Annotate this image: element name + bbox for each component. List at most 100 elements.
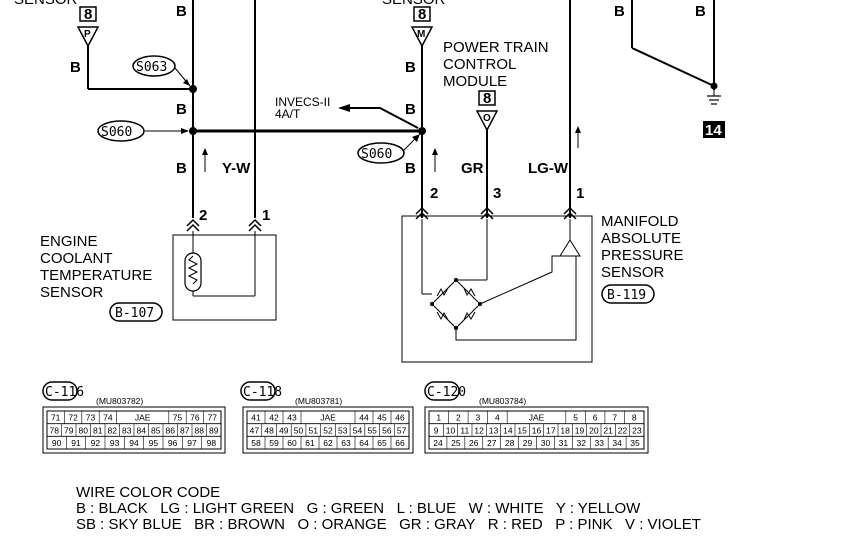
connector-box-left — [79, 6, 97, 22]
connector-pin-cell: 57 — [397, 425, 407, 435]
connector-pin-cell: 33 — [594, 438, 604, 448]
connector-pin-cell: 3 — [475, 413, 480, 423]
ect-code-badge — [109, 302, 163, 322]
connector-pin-cell: 86 — [166, 425, 176, 435]
connector-pin-cell: 75 — [173, 413, 183, 423]
splice-s060-left-oval — [97, 120, 145, 142]
map-chevron-2a — [415, 206, 429, 215]
flow-arrow-right-head — [575, 126, 581, 133]
map-label-line3: PRESSURE — [601, 247, 684, 264]
connector-pin-cell: 5 — [573, 413, 578, 423]
wire-color-b-low: B — [176, 160, 187, 177]
wire-color-gr: GR — [461, 160, 484, 177]
ect-code: B-107 — [115, 306, 154, 321]
connector-pin-cell: 20 — [589, 425, 599, 435]
c116-outer — [42, 406, 226, 454]
connector-pin-cell: 83 — [122, 425, 132, 435]
connector-pin-cell: JAE — [320, 413, 336, 423]
connector-pin-cell: 61 — [305, 438, 315, 448]
ect-chevron-2a — [186, 218, 200, 227]
connector-pin-cell: 66 — [395, 438, 405, 448]
ect-chevron-1a — [248, 218, 262, 227]
map-chevron-2b — [415, 211, 429, 220]
connector-pin-cell: 85 — [151, 425, 161, 435]
wire-color-right-b2: B — [695, 3, 706, 20]
connector-pin-cell: 28 — [505, 438, 515, 448]
wire-color-lgw: LG-W — [528, 160, 569, 177]
connector-pin-cell: 31 — [559, 438, 569, 448]
connector-pin-cell: 91 — [71, 438, 81, 448]
connector-pin-cell: 93 — [110, 438, 120, 448]
connector-box-center — [413, 6, 431, 22]
connector-pin-cell: 55 — [367, 425, 377, 435]
pcm-label-line2: CONTROL — [443, 56, 516, 73]
wire-color-code-line2: SB : SKY BLUE BR : BROWN O : ORANGE GR :… — [76, 516, 701, 533]
connector-pin-cell: 62 — [323, 438, 333, 448]
connector-pin-cell: 52 — [323, 425, 333, 435]
splice-node-s063 — [189, 85, 197, 93]
connector-pin-cell: 56 — [382, 425, 392, 435]
connector-pin-cell: 14 — [503, 425, 513, 435]
connector-pin-cell: 53 — [338, 425, 348, 435]
map-label-line4: SENSOR — [601, 264, 665, 281]
wire-color-center-b-top: B — [405, 59, 416, 76]
s063-leader-arrow — [183, 79, 190, 86]
c118-outer — [242, 406, 414, 454]
terminal-pcm-letter: O — [483, 113, 491, 124]
invecs-label-line1: INVECS-II — [275, 95, 330, 109]
connector-pin-cell: 77 — [208, 413, 218, 423]
map-code-badge — [601, 284, 655, 304]
ground-id: 14 — [705, 122, 722, 139]
ect-thermistor — [184, 252, 202, 292]
wire-color-center-b-low: B — [405, 160, 416, 177]
connector-pin-cell: 46 — [395, 413, 405, 423]
connector-pin-cell: 8 — [632, 413, 637, 423]
connector-pin-cell: 48 — [264, 425, 274, 435]
top-left-sensor-label: SENSOR — [14, 0, 78, 8]
map-pin-1: 1 — [576, 185, 584, 202]
connector-pin-cell: 80 — [79, 425, 89, 435]
map-resistor-1 — [436, 287, 449, 297]
map-bridge-node-left — [430, 302, 434, 306]
map-code: B-119 — [607, 288, 646, 303]
c118-inner — [246, 410, 410, 450]
connector-pin-cell: 60 — [287, 438, 297, 448]
map-label-line2: ABSOLUTE — [601, 230, 681, 247]
connector-pin-cell: JAE — [529, 413, 545, 423]
wire-color-right-b1: B — [614, 3, 625, 20]
connector-pin-cell: 32 — [577, 438, 587, 448]
connector-pin-cell: 24 — [433, 438, 443, 448]
connector-pin-cell: 54 — [353, 425, 363, 435]
connector-pin-cell: 16 — [532, 425, 542, 435]
connector-pin-cell: 35 — [630, 438, 640, 448]
map-bridge-diamond — [431, 279, 481, 329]
c118-part: (MU803781) — [295, 396, 342, 406]
pcm-label-line1: POWER TRAIN — [443, 39, 549, 56]
connector-pin-cell: 10 — [446, 425, 456, 435]
map-bridge-node-top — [454, 278, 458, 282]
connector-pin-cell: 58 — [251, 438, 261, 448]
connector-pin-cell: 92 — [91, 438, 101, 448]
connector-pin-cell: 63 — [341, 438, 351, 448]
connector-left-number: 8 — [84, 6, 92, 23]
c118-title: C-118 — [243, 385, 282, 400]
ect-label-line2: COOLANT — [40, 250, 113, 267]
c120-part: (MU803784) — [479, 396, 526, 406]
connector-pin-cell: 72 — [68, 413, 78, 423]
flow-arrow-center-head — [432, 148, 438, 155]
ground-id-badge — [703, 121, 725, 138]
connector-pin-cell: 17 — [546, 425, 556, 435]
connector-pin-cell: 78 — [50, 425, 60, 435]
map-sensor-box — [401, 215, 593, 363]
splice-s060-right-oval — [357, 142, 405, 164]
connector-pin-cell: 73 — [86, 413, 96, 423]
terminal-triangle-center — [410, 26, 434, 48]
connector-pin-cell: 9 — [434, 425, 439, 435]
connector-pin-cell: 96 — [168, 438, 178, 448]
map-amplifier — [559, 239, 581, 257]
c120-title-badge — [424, 381, 460, 401]
